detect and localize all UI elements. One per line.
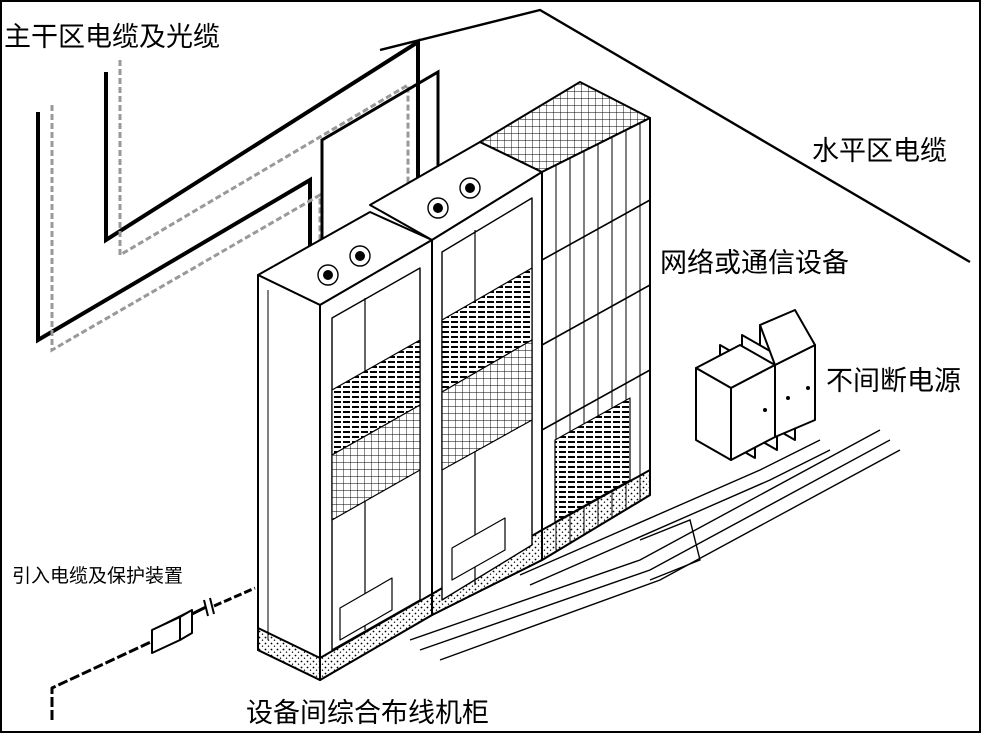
label-horizontal-cables: 水平区电缆 (812, 136, 947, 167)
backbone-cable-inner-dashed (118, 60, 410, 258)
entrance-cable (50, 638, 156, 720)
label-ups: 不间断电源 (826, 366, 961, 397)
entrance-cable-and-protector (50, 586, 256, 720)
ups-units (695, 309, 816, 461)
backbone-cable-inner (104, 38, 420, 244)
floor-cable-troughs (409, 429, 901, 661)
horizontal-cable (379, 8, 971, 264)
label-cabinet: 设备间综合布线机柜 (246, 698, 489, 729)
protection-device-side (179, 609, 193, 641)
backbone-cable-outer (36, 112, 312, 344)
network-equipment-rack (479, 81, 651, 561)
cabinet-left-front (257, 274, 321, 681)
label-network-equipment: 网络或通信设备 (660, 248, 849, 279)
cabinet-left (257, 211, 433, 681)
backbone-cables (36, 38, 440, 353)
label-backbone-cables: 主干区电缆及光缆 (4, 22, 220, 53)
backbone-cable-outer-dashed (50, 105, 322, 353)
cabinet-middle (369, 141, 543, 616)
label-entrance-cable: 引入电缆及保护装置 (12, 565, 184, 587)
backbone-cable-to-cabinet (320, 69, 440, 258)
